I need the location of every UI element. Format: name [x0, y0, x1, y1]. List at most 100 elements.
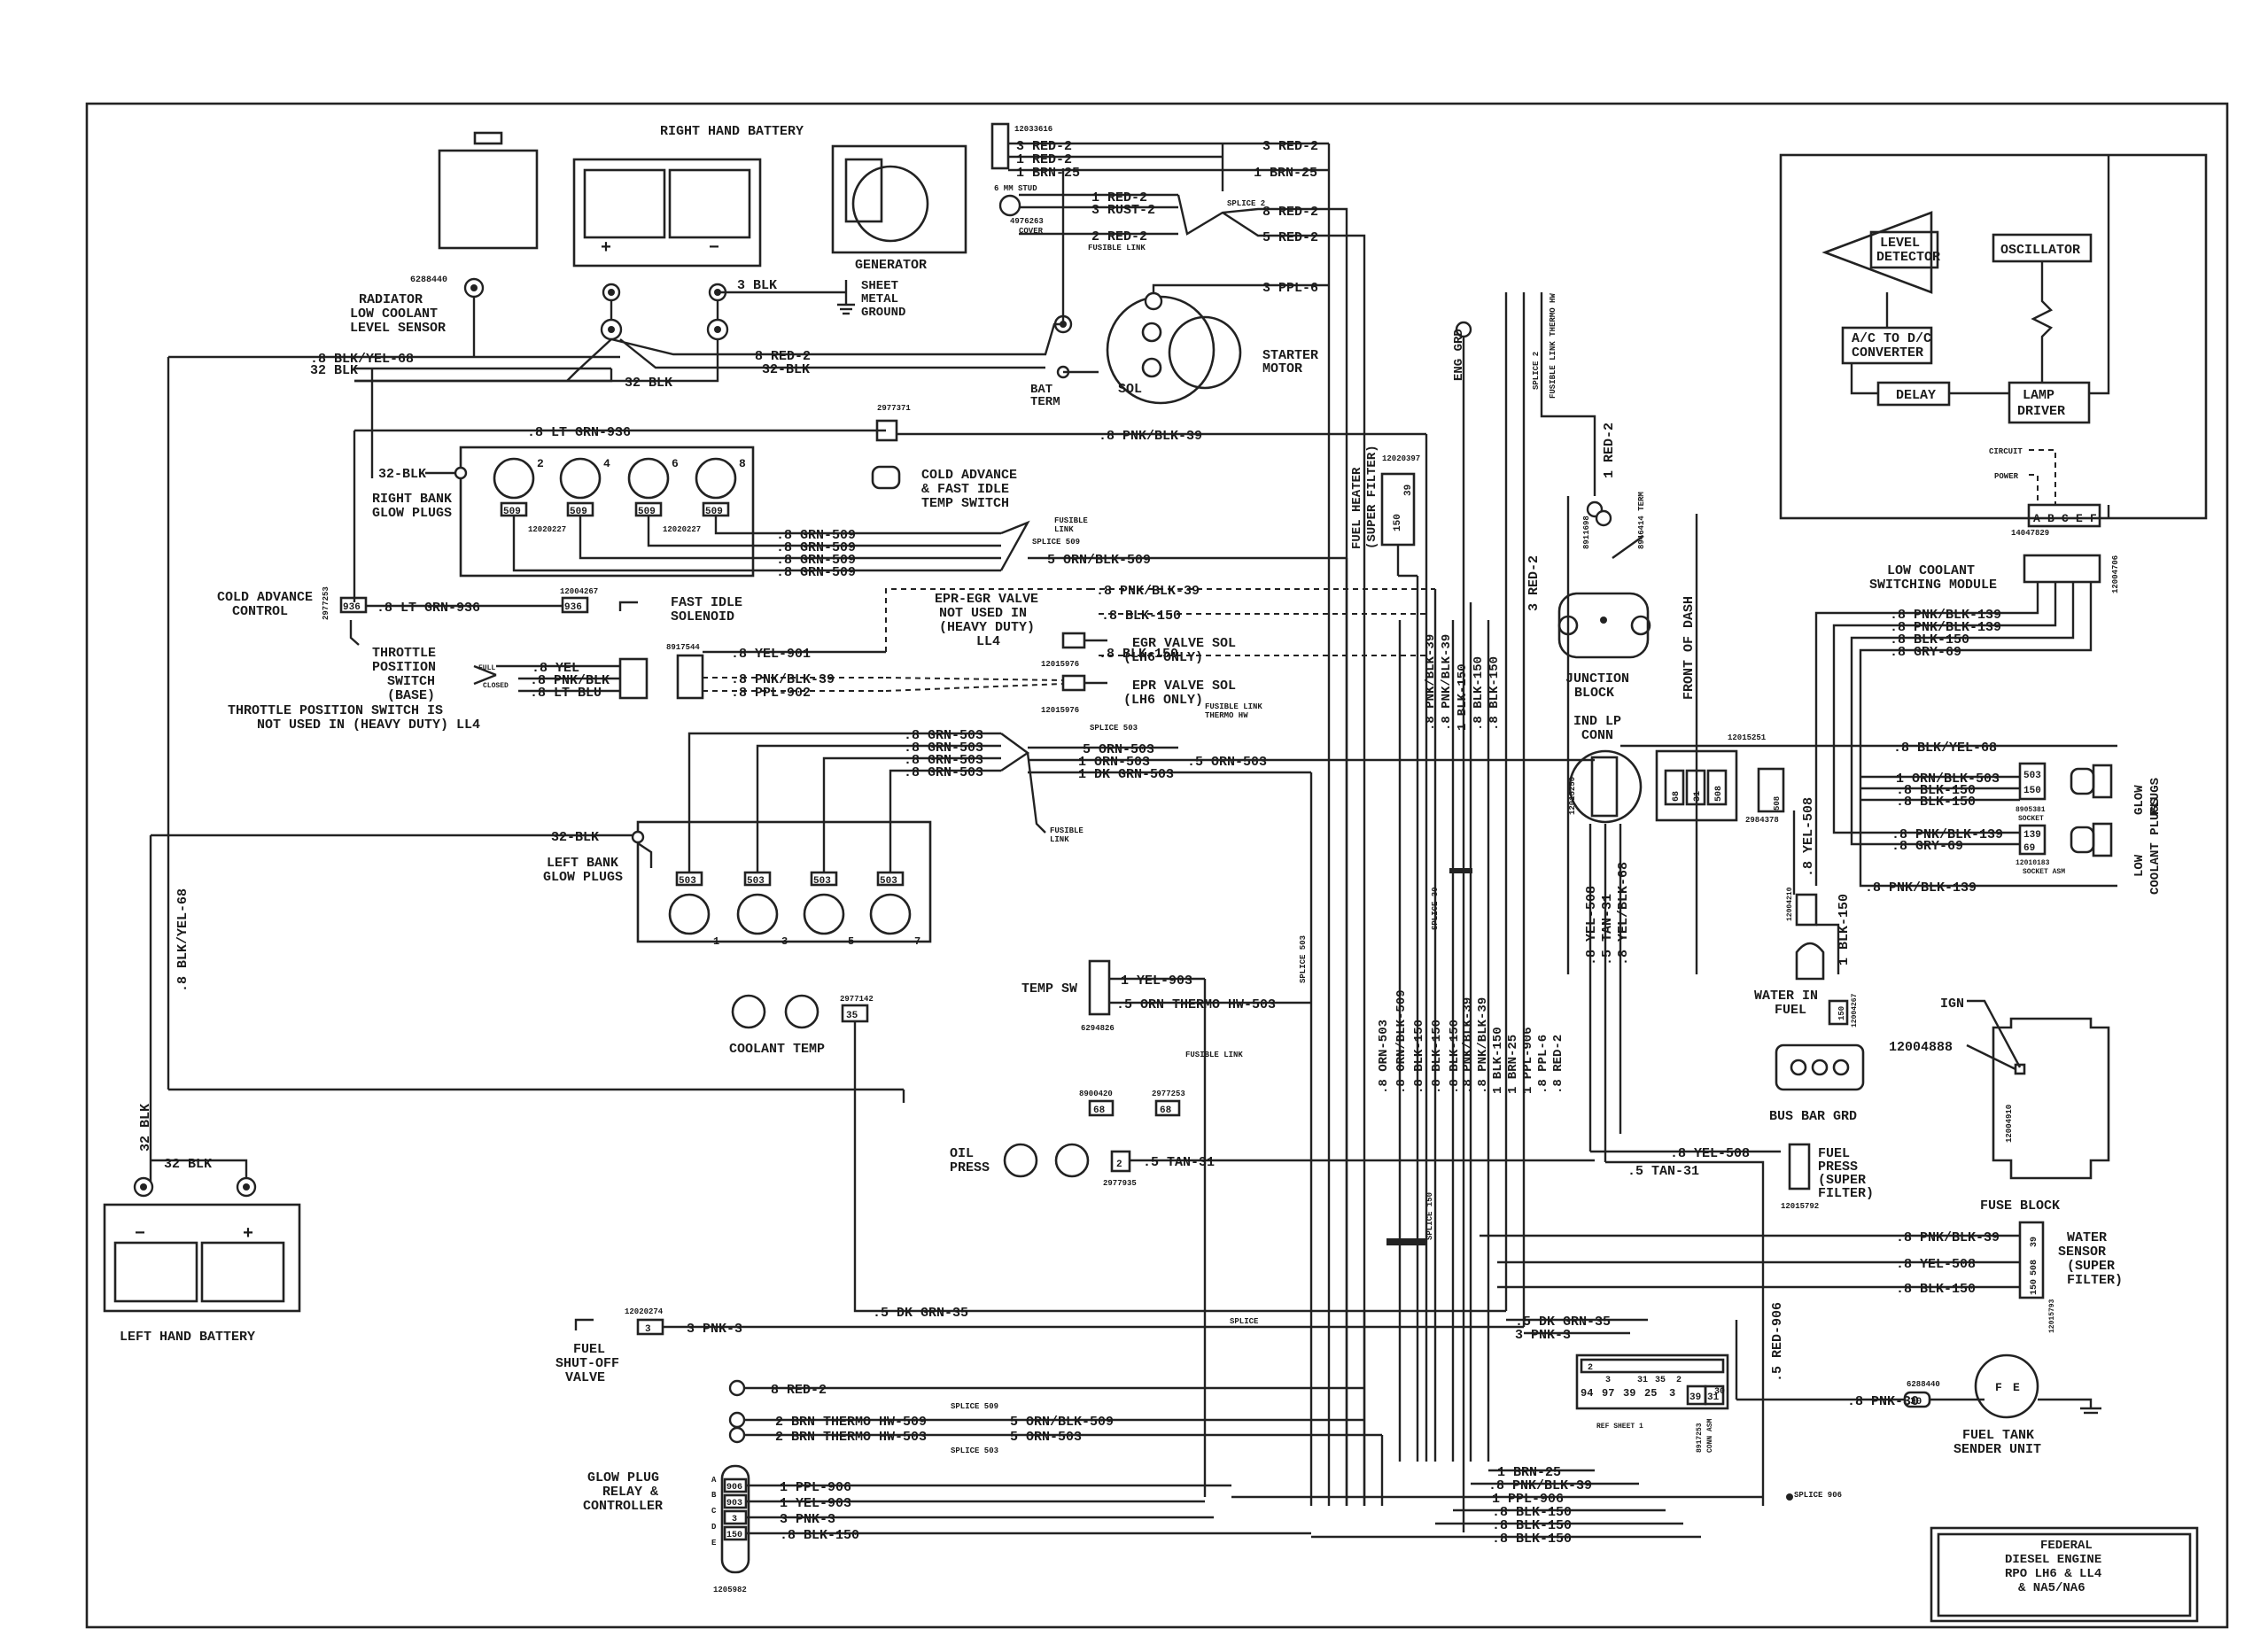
svg-text:DRIVER: DRIVER [2017, 404, 2065, 419]
svg-text:3 PNK-3: 3 PNK-3 [687, 1322, 742, 1337]
svg-text:TEMP SWITCH: TEMP SWITCH [921, 496, 1009, 511]
svg-text:2977142: 2977142 [840, 995, 874, 1004]
svg-text:(HEAVY DUTY): (HEAVY DUTY) [939, 620, 1035, 635]
generator: GENERATOR 12033616 6 MM STUD 4976263 COV… [831, 122, 1265, 273]
svg-text:6294826: 6294826 [1081, 1024, 1115, 1033]
svg-text:.8 YEL-508: .8 YEL-508 [1896, 1257, 1976, 1272]
svg-text:1 ORN-503: 1 ORN-503 [1078, 755, 1150, 770]
throttle-position-switch: THROTTLE POSITION SWITCH (BASE) FULL CLO… [228, 643, 886, 733]
svg-text:3 PNK-3: 3 PNK-3 [780, 1512, 835, 1527]
svg-text:(LH6 ONLY): (LH6 ONLY) [1123, 650, 1203, 665]
svg-text:.8 BLK/YEL-68: .8 BLK/YEL-68 [175, 888, 190, 992]
temp-switch: TEMP SW 6294826 1 YEL-903 .5 ORN THERMO … [1021, 935, 1311, 1497]
svg-text:F: F [2090, 512, 2097, 525]
svg-text:FUSIBLE LINK THERMO HW: FUSIBLE LINK THERMO HW [1549, 293, 1557, 399]
right-battery-plus: + [601, 238, 611, 259]
svg-text:8911698: 8911698 [1582, 516, 1591, 549]
svg-text:35: 35 [1655, 1376, 1666, 1385]
fuel-shutoff-valve: 3 12020274 3 PNK-3 FUEL SHUT-OFF VALVE [555, 1307, 1524, 1385]
svg-text:+: + [243, 1224, 253, 1245]
svg-text:.8 BLK-150: .8 BLK-150 [1896, 783, 1976, 798]
svg-text:8: 8 [739, 457, 746, 470]
svg-text:.8 PNK/BLK-139: .8 PNK/BLK-139 [1890, 620, 2001, 635]
svg-text:.8 LT BLU: .8 LT BLU [530, 686, 602, 701]
svg-text:.8 PNK/BLK-39: .8 PNK/BLK-39 [1461, 997, 1475, 1094]
svg-text:IGN: IGN [1940, 997, 1964, 1012]
svg-text:32-BLK: 32-BLK [551, 830, 599, 845]
svg-text:503: 503 [747, 876, 765, 887]
starter-label-2: MOTOR [1262, 361, 1302, 376]
generator-part1: 12033616 [1014, 125, 1052, 134]
svg-text:SWITCHING MODULE: SWITCHING MODULE [1869, 578, 1997, 593]
wire-red2-5: 5 RED-2 [1262, 230, 1318, 245]
svg-text:.8 PNK/BLK-139: .8 PNK/BLK-139 [1890, 608, 2001, 623]
svg-text:3: 3 [1669, 1387, 1675, 1400]
front-of-dash: FRONT OF DASH [1682, 514, 1698, 974]
left-glow-plug-5: 5 503 [803, 871, 854, 948]
top-left-wires: 8 RED-2 32-BLK .8 BLK/YEL-68 32 BLK 32 B… [168, 297, 1063, 478]
svg-text:509: 509 [638, 507, 656, 517]
svg-text:5: 5 [848, 935, 854, 948]
bat-term-2: TERM [1030, 395, 1060, 409]
oil-press: OIL PRESS 2 2977935 .5 TAN-31 [950, 1143, 1595, 1188]
svg-text:3: 3 [645, 1324, 651, 1335]
svg-text:.8 PNK/BLK-39: .8 PNK/BLK-39 [1896, 1230, 2000, 1245]
svg-text:IND LP: IND LP [1573, 714, 1621, 729]
level-detector-ic: LEVEL DETECTOR OSCILLATOR A/C TO D/C CON… [1779, 153, 2208, 538]
svg-text:936: 936 [564, 602, 582, 613]
svg-text:.8 PPL-902: .8 PPL-902 [731, 686, 811, 701]
svg-text:7: 7 [914, 935, 920, 948]
svg-text:1 PPL-906: 1 PPL-906 [1492, 1492, 1564, 1507]
wire-red2-out: 3 RED-2 [1262, 139, 1318, 154]
bus-bar-grd: BUS BAR GRD [1769, 1043, 1865, 1124]
svg-text:LOW: LOW [2132, 854, 2147, 877]
svg-text:SPLICE 2: SPLICE 2 [1532, 352, 1541, 390]
svg-text:SOCKET ASM: SOCKET ASM [2023, 868, 2065, 876]
svg-text:3 PNK-3: 3 PNK-3 [1515, 1328, 1571, 1343]
fuse-block: FUSE BLOCK IGN 12004888 12004910 [1889, 997, 2110, 1214]
generator-splice2: SPLICE 2 [1227, 199, 1265, 208]
svg-text:FUSIBLE: FUSIBLE [1054, 516, 1088, 525]
wire-blk3: 3 BLK [737, 278, 777, 293]
svg-text:8946414 TERM: 8946414 TERM [1637, 492, 1646, 549]
svg-text:12020274: 12020274 [625, 1307, 664, 1316]
svg-text:936: 936 [343, 602, 361, 613]
svg-text:.5 DK GRN-35: .5 DK GRN-35 [873, 1306, 968, 1321]
starter-label-1: STARTER [1262, 348, 1318, 363]
svg-text:12020397: 12020397 [1382, 454, 1420, 463]
svg-text:.5 RED-906: .5 RED-906 [1770, 1302, 1785, 1382]
bottom-wires: 1 BRN-25 .8 PNK/BLK-39 1 PPL-906 .8 BLK-… [1231, 1465, 1842, 1547]
title-line-3: RPO LH6 & LL4 [2005, 1567, 2101, 1581]
svg-text:PRESS: PRESS [950, 1160, 990, 1175]
svg-text:.8 YEL-508: .8 YEL-508 [1670, 1146, 1750, 1161]
generator-fusible: FUSIBLE LINK [1088, 244, 1146, 252]
left-glow-plug-1: 1 503 [668, 871, 719, 948]
svg-text:94: 94 [1581, 1387, 1593, 1400]
svg-text:906: 906 [726, 1483, 742, 1493]
wire-blkyel68: .8 BLK/YEL-68 [310, 352, 414, 367]
svg-text:.5 TAN-31: .5 TAN-31 [1600, 894, 1615, 966]
svg-text:EGR VALVE SOL: EGR VALVE SOL [1132, 636, 1236, 651]
svg-text:.8 BLK/YEL-68: .8 BLK/YEL-68 [1893, 741, 1997, 756]
svg-text:1205982: 1205982 [713, 1586, 747, 1594]
svg-text:FILTER): FILTER) [1818, 1186, 1874, 1201]
svg-text:503: 503 [2023, 771, 2041, 781]
svg-text:DELAY: DELAY [1896, 388, 1936, 403]
title-line-4: & NA5/NA6 [2018, 1581, 2085, 1595]
svg-text:.8 GRN-509: .8 GRN-509 [776, 540, 856, 555]
svg-text:2977935: 2977935 [1103, 1179, 1137, 1188]
svg-text:FUEL TANK: FUEL TANK [1962, 1428, 2034, 1443]
svg-text:FUEL: FUEL [1818, 1146, 1850, 1161]
wire-blk32b: 32-BLK [762, 362, 810, 377]
wire-red2b: 1 RED-2 [1016, 152, 1072, 167]
right-bank-blk: 32-BLK [378, 467, 426, 482]
svg-text:25: 25 [1644, 1387, 1657, 1400]
svg-text:DETECTOR: DETECTOR [1876, 250, 1940, 265]
svg-text:SOCKET: SOCKET [2018, 815, 2044, 823]
svg-text:CONN: CONN [1581, 728, 1613, 743]
svg-text:FUSE BLOCK: FUSE BLOCK [1980, 1198, 2060, 1214]
svg-text:.8 YEL-508: .8 YEL-508 [1584, 886, 1599, 966]
wire-brn25: 1 BRN-25 [1016, 166, 1080, 181]
svg-text:CONN ASM: CONN ASM [1706, 1418, 1714, 1453]
svg-text:.8 BLK-150: .8 BLK-150 [1492, 1518, 1572, 1533]
